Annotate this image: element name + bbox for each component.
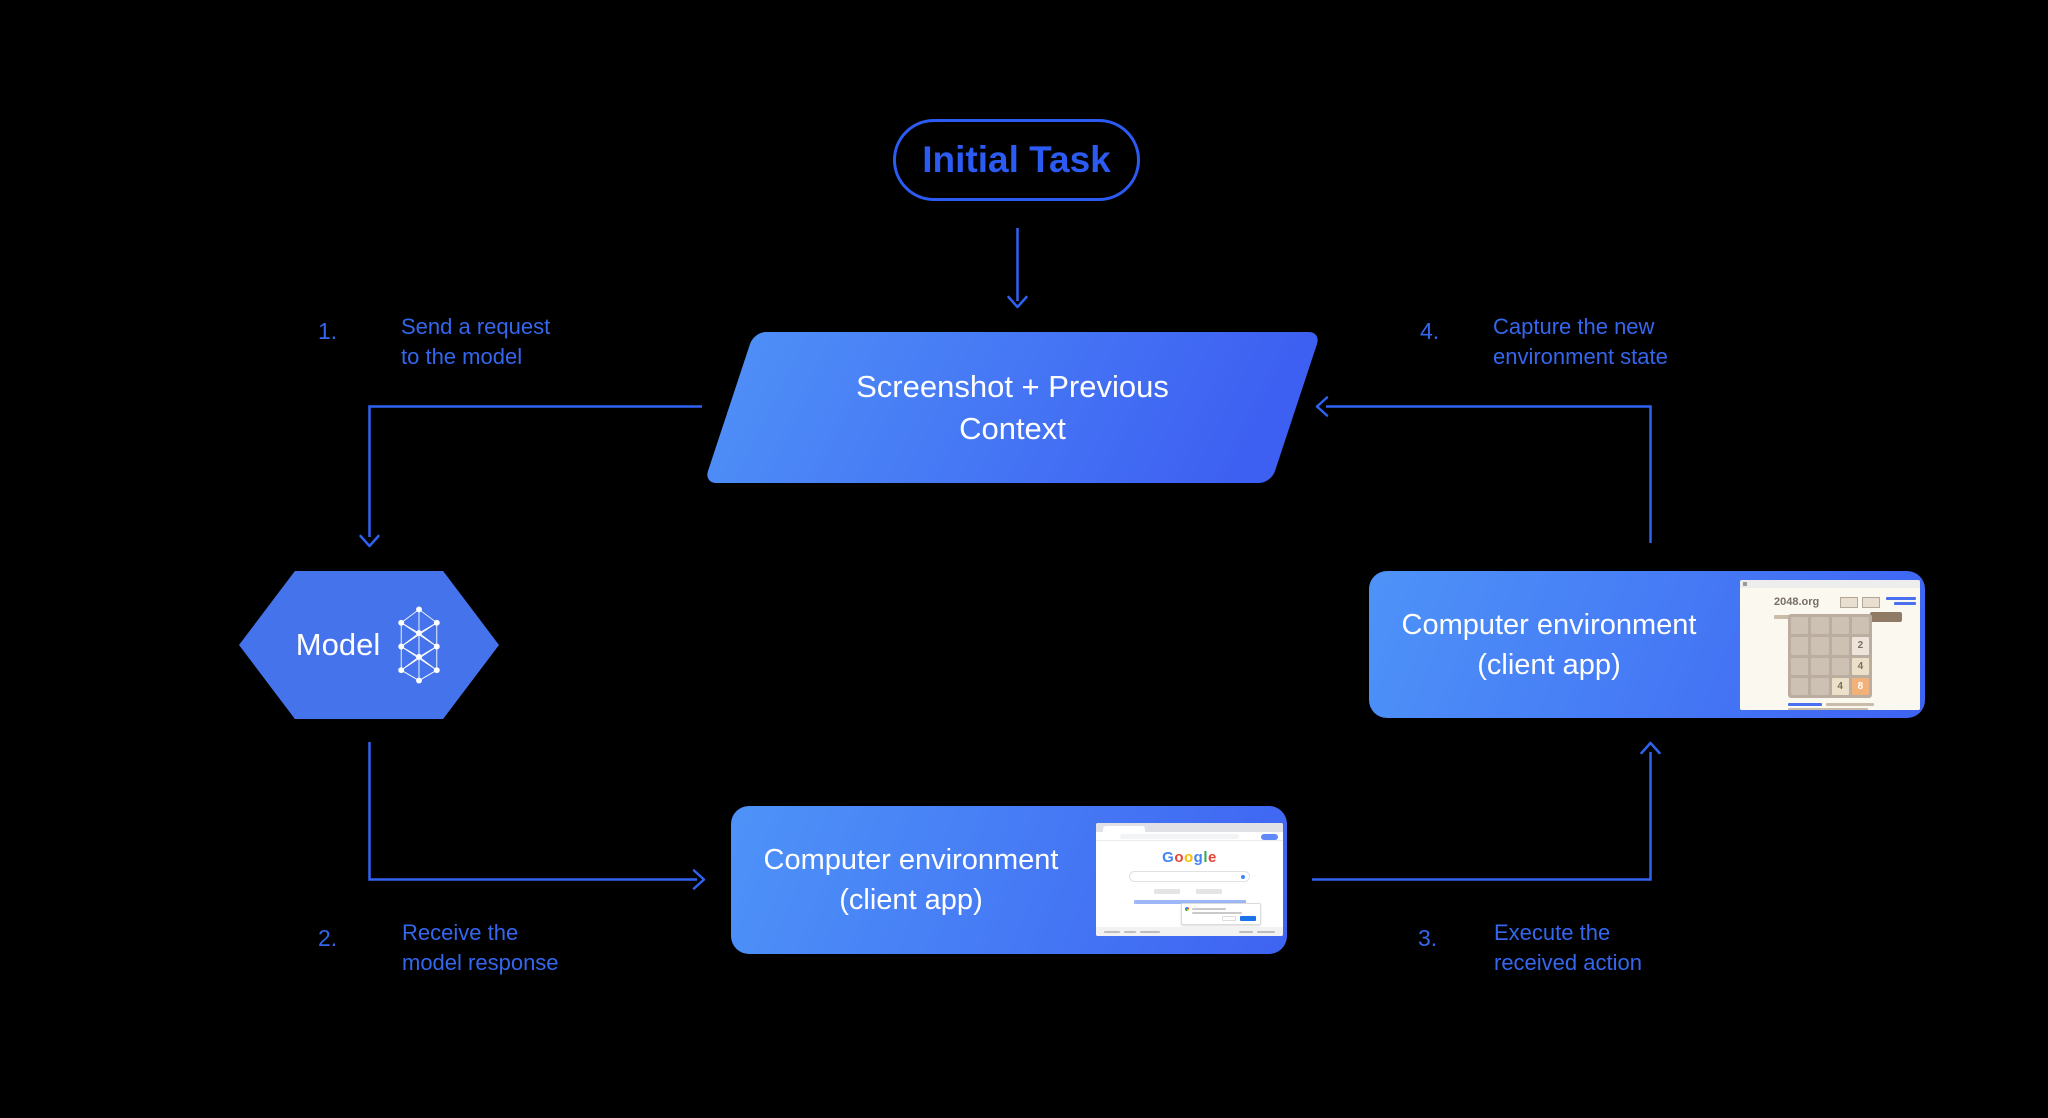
game-grid: 2 4 4 8 (1788, 614, 1872, 698)
tile-4: 4 (1831, 677, 1849, 695)
score-box (1840, 597, 1858, 608)
environment-label: Computer environment (client app) (763, 844, 1059, 916)
step-3-number: 3. (1418, 925, 1438, 951)
game-2048-thumbnail: 2048.org 2 4 4 (1740, 580, 1920, 710)
step-1-label: Send a request to the model (401, 314, 551, 369)
arrow-model-to-environment (368, 742, 706, 890)
profile-button (1261, 834, 1278, 840)
arrow-environment-to-context (1315, 396, 1652, 543)
mic-icon (1241, 875, 1245, 879)
search-input (1129, 871, 1250, 882)
step-2-number: 2. (318, 925, 338, 951)
header-link (1886, 597, 1916, 600)
initial-task-node: Initial Task (893, 119, 1140, 201)
google-search-button (1154, 889, 1180, 894)
model-node: Model (239, 571, 499, 719)
google-g-icon (1185, 907, 1189, 911)
step-4-label: Capture the new environment state (1493, 314, 1668, 369)
google-homepage-thumbnail: Google (1096, 823, 1283, 936)
browser-tab (1103, 826, 1145, 832)
dialog-secondary-button (1222, 916, 1236, 921)
screenshot-context-label: Screenshot + Previous Context (856, 368, 1169, 446)
step-1-number: 1. (318, 318, 338, 344)
new-game-button (1870, 612, 1902, 622)
step-2-label: Receive the model response (402, 920, 559, 975)
game-2048-page: 2048.org 2 4 4 (1740, 588, 1920, 710)
screenshot-context-node: Screenshot + Previous Context (703, 332, 1322, 483)
initial-task-label: Initial Task (922, 139, 1111, 180)
google-logo: Google (1162, 849, 1217, 866)
site-title: 2048.org (1774, 596, 1820, 608)
browser-titlebar (1740, 580, 1920, 588)
model-label: Model (295, 627, 381, 662)
footer-text (1788, 708, 1868, 710)
dialog-primary-button (1240, 916, 1256, 921)
footer-link (1788, 703, 1822, 706)
tile-4: 4 (1851, 657, 1869, 675)
arrow-context-to-model (359, 405, 702, 548)
best-score-box (1862, 597, 1880, 608)
dialog-text (1192, 912, 1242, 914)
promo-link (1134, 900, 1246, 904)
computer-environment-node-right: Computer environment (client app) 2048.o… (1369, 571, 1925, 718)
footer-text (1826, 703, 1874, 706)
page-footer (1096, 927, 1283, 936)
step-3-label: Execute the received action (1494, 920, 1642, 975)
tile-8: 8 (1851, 677, 1869, 695)
dialog-text (1192, 908, 1226, 910)
arrow-task-to-context (1007, 228, 1028, 309)
feeling-lucky-button (1196, 889, 1222, 894)
neural-network-icon (398, 606, 440, 684)
header-link (1894, 602, 1916, 605)
browser-tab-icon (1743, 582, 1747, 586)
tile-2: 2 (1851, 637, 1869, 655)
environment-label: Computer environment (client app) (1401, 608, 1697, 681)
step-4-number: 4. (1420, 318, 1440, 344)
arrow-environment-to-environment (1312, 741, 1661, 881)
address-bar (1120, 834, 1239, 839)
computer-environment-node-bottom: Computer environment (client app) Google (731, 806, 1287, 954)
signin-dialog (1181, 903, 1261, 925)
browser-tab-bar (1096, 823, 1283, 832)
